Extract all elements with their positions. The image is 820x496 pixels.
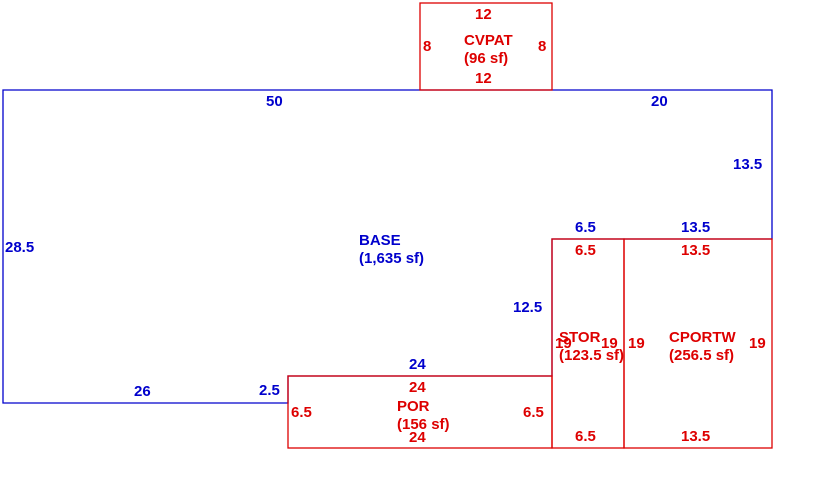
por-dim-right: 6.5 xyxy=(523,404,544,421)
cvpat-dim-left: 8 xyxy=(423,38,431,55)
cvpat-dim-bottom: 12 xyxy=(475,70,492,87)
cportw-dim-right: 19 xyxy=(749,335,766,352)
base-dim-top-left: 50 xyxy=(266,93,283,110)
stor-name-label: STOR xyxy=(559,329,601,346)
stor-dim-bottom: 6.5 xyxy=(575,428,596,445)
cportw-dim-left: 19 xyxy=(628,335,645,352)
cportw-name-label: CPORTW xyxy=(669,329,737,346)
cportw-outline xyxy=(623,238,773,449)
cportw-area-label: (256.5 sf) xyxy=(669,347,734,364)
base-dim-step-left: 12.5 xyxy=(513,299,542,316)
cportw-dim-bottom: 13.5 xyxy=(681,428,710,445)
cportw-dim-top: 13.5 xyxy=(681,242,710,259)
base-dim-por-top: 24 xyxy=(409,356,426,373)
base-dim-left: 28.5 xyxy=(5,239,34,256)
stor-dim-left: 19 xyxy=(555,335,572,352)
base-area-label: (1,635 sf) xyxy=(359,250,424,267)
por-dim-left: 6.5 xyxy=(291,404,312,421)
cvpat-dim-right: 8 xyxy=(538,38,546,55)
base-dim-right-upper: 13.5 xyxy=(733,156,762,173)
base-dim-top-right: 20 xyxy=(651,93,668,110)
base-dim-bottom: 26 xyxy=(134,383,151,400)
cvpat-dim-top: 12 xyxy=(475,6,492,23)
por-dim-top: 24 xyxy=(409,379,426,396)
base-dim-notch: 2.5 xyxy=(259,382,280,399)
base-dim-step-top-right: 13.5 xyxy=(681,219,710,236)
por-area-label: (156 sf) xyxy=(397,416,450,433)
stor-dim-right: 19 xyxy=(601,335,618,352)
cvpat-name-label: CVPAT xyxy=(464,32,513,49)
base-name-label: BASE xyxy=(359,232,401,249)
cvpat-outline xyxy=(419,2,553,91)
cvpat-area-label: (96 sf) xyxy=(464,50,508,67)
stor-dim-top: 6.5 xyxy=(575,242,596,259)
por-name-label: POR xyxy=(397,398,430,415)
stor-area-label: (123.5 sf) xyxy=(559,347,624,364)
por-dim-bottom: 24 xyxy=(409,429,426,446)
base-dim-step-top-left: 6.5 xyxy=(575,219,596,236)
